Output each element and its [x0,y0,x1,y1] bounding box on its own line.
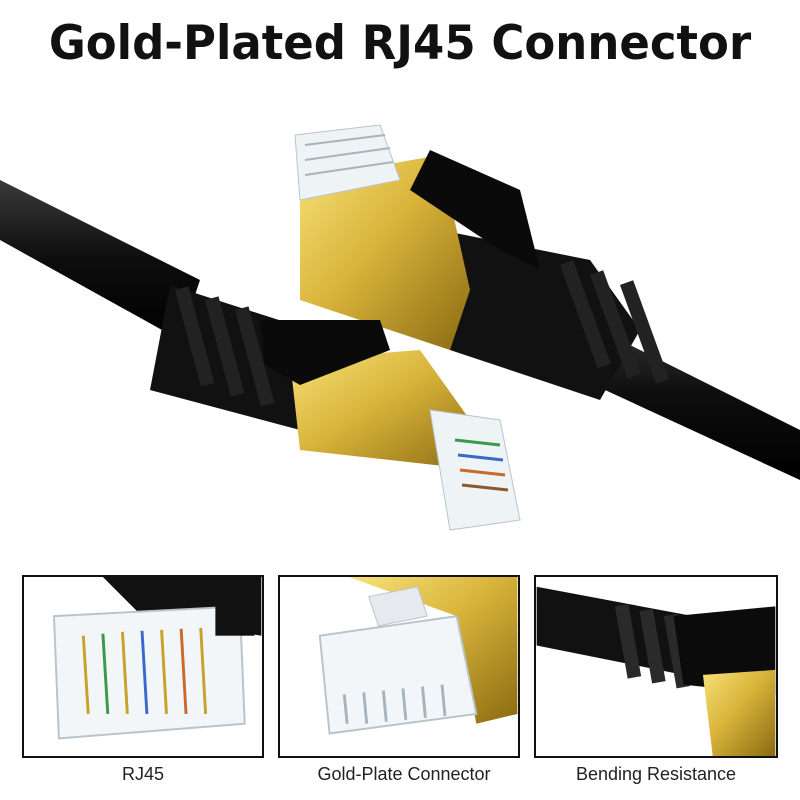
lower-cable [0,180,521,531]
panel-rj45-closeup [22,575,264,758]
upper-cable [294,124,800,480]
panel-bending-resistance [534,575,778,758]
caption-rj45: RJ45 [121,764,165,784]
hero-cable-image [0,100,800,560]
panel-gold-plate [278,575,520,758]
caption-gold-plate: Gold-Plate Connector [317,764,491,784]
caption-bending-resistance: Bending Resistance [575,764,737,784]
page-title: Gold-Plated RJ45 Connector [48,14,752,71]
